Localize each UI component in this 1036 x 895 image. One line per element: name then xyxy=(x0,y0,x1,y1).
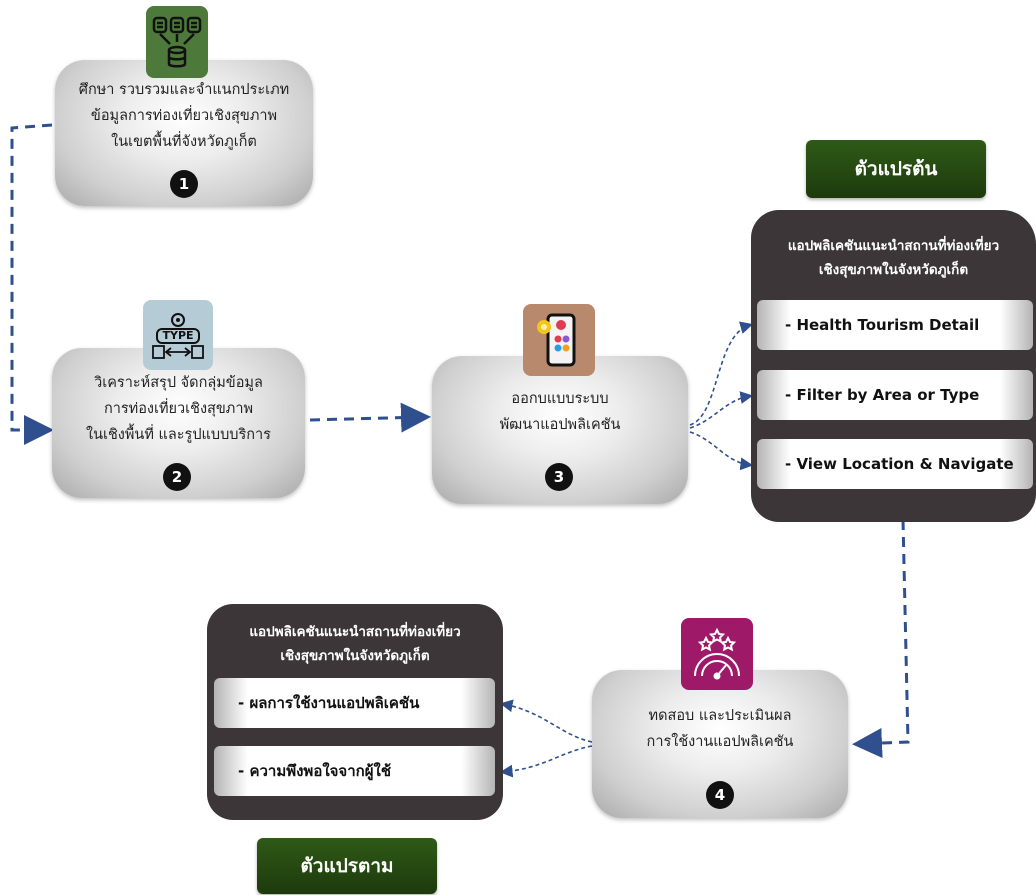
step2-number: 2 xyxy=(163,463,191,491)
step3-box: ออกบแบบระบบ พัฒนาแอปพลิเคชัน 3 xyxy=(432,356,688,504)
step4-line2: การใช้งานแอปพลิเคชัน xyxy=(646,734,794,750)
type-icon: TYPE xyxy=(143,300,213,370)
independent-item-2-label: - Filter by Area or Type xyxy=(785,386,980,404)
step4-number: 4 xyxy=(706,781,734,809)
dependent-variable-badge: ตัวแปรตาม xyxy=(257,838,437,894)
step1-line1: ศึกษา รวบรวมและจำแนกประเภท xyxy=(78,82,290,98)
step3-line1: ออกบแบบระบบ xyxy=(511,391,609,407)
step2-line3: ในเชิงพื้นที่ และรูปแบบบริการ xyxy=(86,427,271,443)
step2-line2: การท่องเที่ยวเชิงสุขภาพ xyxy=(103,401,254,417)
step1-number: 1 xyxy=(170,170,198,198)
dependent-title-line1: แอปพลิเคชันแนะนำสถานที่ท่องเที่ยว xyxy=(249,624,461,640)
independent-variable-badge: ตัวแปรต้น xyxy=(806,140,986,198)
step2-line1: วิเคราะห์สรุป จัดกลุ่มข้อมูล xyxy=(94,375,263,391)
independent-item-1-label: - Health Tourism Detail xyxy=(785,316,980,334)
independent-title-line2: เชิงสุขภาพในจังหวัดภูเก็ต xyxy=(818,262,969,278)
independent-item-3: - View Location & Navigate xyxy=(757,439,1033,489)
dependent-item-1: - ผลการใช้งานแอปพลิเคชัน xyxy=(214,678,495,728)
arrow-step2-to-step3 xyxy=(309,402,431,433)
arrow-step3-to-item1 xyxy=(689,321,754,426)
dependent-item-2-label: - ความพึงพอใจจากผู้ใช้ xyxy=(238,762,392,780)
arrow-step3-to-item2 xyxy=(689,391,754,429)
independent-title-line1: แอปพลิเคชันแนะนำสถานที่ท่องเที่ยว xyxy=(787,238,1000,254)
step1-line3: ในเขตพื้นที่จังหวัดภูเก็ต xyxy=(111,134,257,150)
arrow-independent-to-step4 xyxy=(852,519,910,759)
independent-item-2: - Filter by Area or Type xyxy=(757,370,1033,420)
dependent-title-line2: เชิงสุขภาพในจังหวัดภูเก็ต xyxy=(280,648,430,664)
independent-item-3-label: - View Location & Navigate xyxy=(785,455,1014,473)
step4-box: ทดสอบ และประเมินผล การใช้งานแอปพลิเคชัน … xyxy=(592,670,848,818)
arrow-step4-to-result2 xyxy=(499,745,593,778)
independent-item-1: - Health Tourism Detail xyxy=(757,300,1033,350)
step1-box: ศึกษา รวบรวมและจำแนกประเภท ข้อมูลการท่อง… xyxy=(55,60,313,206)
arrow-step1-to-step2 xyxy=(10,123,54,445)
step3-line2: พัฒนาแอปพลิเคชัน xyxy=(499,417,621,433)
dependent-item-2: - ความพึงพอใจจากผู้ใช้ xyxy=(214,746,495,796)
step3-number: 3 xyxy=(545,463,573,491)
dependent-item-1-label: - ผลการใช้งานแอปพลิเคชัน xyxy=(238,694,420,712)
step4-line1: ทดสอบ และประเมินผล xyxy=(648,708,792,724)
type-icon-label: TYPE xyxy=(156,328,200,344)
mobile-app-icon xyxy=(523,304,595,376)
rating-gauge-icon xyxy=(681,618,753,690)
database-icon xyxy=(146,6,208,78)
step1-line2: ข้อมูลการท่องเที่ยวเชิงสุขภาพ xyxy=(90,108,278,124)
arrow-step3-to-item3 xyxy=(689,431,754,471)
arrow-step4-to-result1 xyxy=(499,699,593,743)
step2-box: วิเคราะห์สรุป จัดกลุ่มข้อมูล การท่องเที่… xyxy=(52,348,305,498)
